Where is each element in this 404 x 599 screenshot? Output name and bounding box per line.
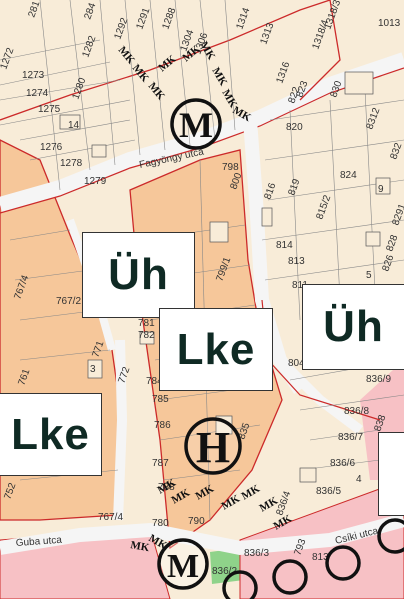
parcel-number: 820: [286, 122, 303, 133]
mk-label: MK: [129, 539, 150, 554]
parcel-number: 1278: [60, 158, 83, 169]
parcel-number: 767/4: [98, 512, 123, 523]
chain-circle: [222, 570, 258, 599]
parcel-number: 813: [288, 256, 305, 267]
monument-symbol-top-letter: M: [179, 105, 213, 145]
road-772: [113, 339, 128, 521]
parcel-number: 790: [188, 516, 205, 527]
zone-label-box-lke-center: Lke: [159, 308, 273, 391]
road-guba: [0, 513, 404, 556]
monument-symbol-bottom: M: [157, 538, 209, 590]
heritage-symbol-center-letter: H: [196, 423, 230, 472]
zone-label-box-uh-right: Üh: [302, 284, 404, 370]
monument-symbol-top: M: [170, 98, 222, 150]
zone-label-lke: Lke: [176, 324, 256, 374]
parcel-number: 780: [152, 518, 169, 529]
parcel-number: 798: [222, 162, 239, 173]
zone-label-box-lke-left: Lke: [0, 393, 102, 476]
zone-label-box-edge: [378, 432, 404, 516]
heritage-symbol-center: H: [184, 417, 242, 475]
parcel-number: 836/2: [212, 566, 237, 577]
parcel-number-labels: 281 284 1292 1291 1288 1306 1314 1313 13…: [0, 0, 404, 577]
parcel-number: 5: [366, 270, 372, 281]
parcel-number: 836/8: [344, 406, 369, 417]
parcel-number: 14: [68, 120, 80, 131]
parcel-number: 787: [152, 458, 169, 469]
parcel-number: 782: [138, 330, 155, 341]
zone-label-uh: Üh: [323, 302, 384, 351]
parcel-number: 836/6: [330, 458, 355, 469]
boundary-line: [299, 0, 341, 101]
parcel-number: 813: [312, 552, 329, 563]
parcel-number: 4: [356, 474, 362, 485]
parcel-number: 1275: [38, 104, 61, 115]
parcel-number: 1276: [40, 142, 63, 153]
parcel-number: 788: [158, 482, 175, 493]
parcel-number: 781: [138, 318, 155, 329]
parcel-number: 836/3: [244, 548, 269, 559]
parcel-number: 1013: [378, 18, 401, 29]
boundary-line: [0, 0, 331, 121]
green-patch: [210, 548, 244, 584]
parcel-number: 786: [154, 420, 171, 431]
zone-label-lke: Lke: [11, 409, 90, 459]
parcel-number: 9: [378, 184, 384, 195]
parcel-number: 832: [388, 141, 404, 161]
parcel-number: 836/5: [316, 486, 341, 497]
parcel-number: 784: [146, 376, 163, 387]
zone-label-uh: Üh: [108, 250, 169, 299]
parcel-number: 836/7: [338, 432, 363, 443]
parcel-number: 824: [340, 170, 357, 181]
parcel-number: 1273: [22, 70, 45, 81]
zone-label-box-uh-left: Üh: [82, 232, 195, 318]
parcel-number: 767/2: [56, 296, 81, 307]
chain-circle: [325, 545, 361, 581]
chain-circle: [377, 518, 404, 554]
parcel-number: 1279: [84, 176, 107, 187]
road-835: [276, 356, 363, 434]
parcel-number: 3: [90, 364, 96, 375]
parcel-number: 785: [152, 394, 169, 405]
parcel-number: 814: [276, 240, 293, 251]
monument-symbol-bottom-letter: M: [167, 548, 199, 585]
parcel-number: 1274: [26, 88, 49, 99]
parcel-number: 836/9: [366, 374, 391, 385]
parcel-number: 804: [288, 358, 305, 369]
street-label-guba: Guba utca: [15, 535, 62, 549]
parcel-number: 811: [292, 280, 308, 291]
chain-circle: [272, 559, 308, 595]
protection-circle-chain: [222, 518, 404, 599]
